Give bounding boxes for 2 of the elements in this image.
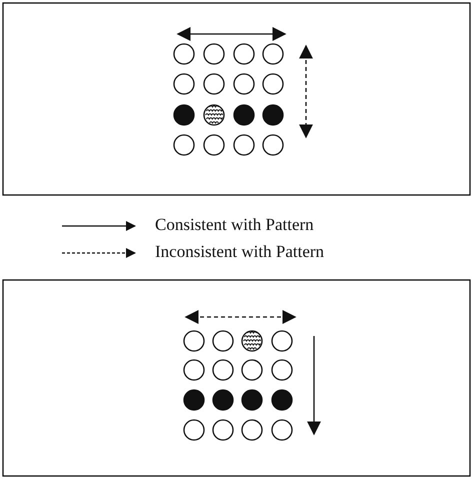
legend-label: Inconsistent with Pattern xyxy=(155,242,324,262)
legend-label: Consistent with Pattern xyxy=(155,215,314,235)
